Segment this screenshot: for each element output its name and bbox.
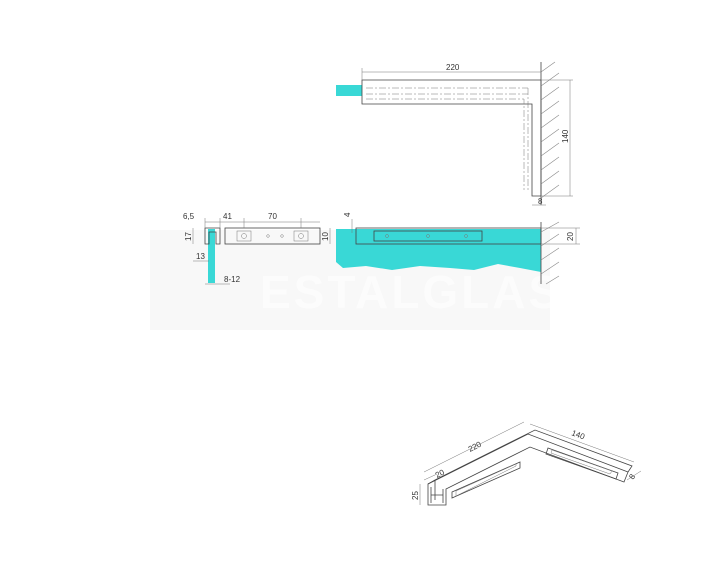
top-view-bracket-outline: [361, 79, 542, 197]
front-view-wall: [540, 221, 560, 285]
dim-iso-width: 20: [434, 467, 447, 479]
front-view-screw-1: [385, 234, 389, 238]
side-view-bracket: [224, 227, 321, 245]
side-view-fixing-1: [236, 230, 252, 242]
dim-front-height: 10: [321, 232, 330, 241]
top-view-channel-inner: [366, 98, 525, 190]
watermark-text: ESTALGLASS: [260, 266, 596, 318]
top-view: 220 140 8: [336, 61, 573, 206]
side-view-glass: [208, 229, 215, 283]
dim-top-length: 220: [446, 63, 460, 72]
dim-side-glass-range: 8-12: [224, 275, 241, 284]
dim-iso-height: 25: [411, 491, 420, 500]
dim-iso-thickness: 8: [627, 472, 637, 481]
dim-side-c: 70: [268, 212, 277, 221]
side-view-hole-1: [241, 233, 247, 239]
iso-channel-end: [430, 487, 444, 503]
side-view-fixing-2: [293, 230, 309, 242]
iso-slot-short: [545, 447, 619, 480]
side-view: 6,5 41 70 17 13 8-12: [183, 212, 321, 285]
top-view-wall: [540, 61, 560, 205]
side-view-screw-2: [280, 234, 284, 238]
iso-outline: [427, 433, 629, 506]
side-view-screw-1: [266, 234, 270, 238]
front-view: 10 4 20: [321, 212, 580, 285]
front-view-screw-3: [464, 234, 468, 238]
dim-side-glass-depth: 13: [196, 252, 205, 261]
dim-front-offset: 4: [343, 212, 352, 217]
dim-front-wall: 20: [566, 232, 575, 241]
front-view-screw-2: [426, 234, 430, 238]
front-view-glass: [336, 229, 541, 272]
dim-top-thickness: 8: [538, 197, 543, 206]
dim-iso-long: 220: [467, 439, 483, 453]
dim-side-b: 41: [223, 212, 232, 221]
dim-top-height: 140: [561, 129, 570, 143]
front-view-bracket-slot: [373, 230, 483, 242]
isometric-view: 220 140 20 25 8: [411, 421, 642, 506]
iso-slot-long: [451, 461, 521, 499]
side-view-channel: [204, 227, 221, 245]
dim-iso-short: 140: [570, 428, 586, 441]
top-view-glass: [336, 85, 362, 96]
side-view-hole-2: [298, 233, 304, 239]
dim-side-a: 6,5: [183, 212, 195, 221]
dim-side-height: 17: [184, 232, 193, 241]
